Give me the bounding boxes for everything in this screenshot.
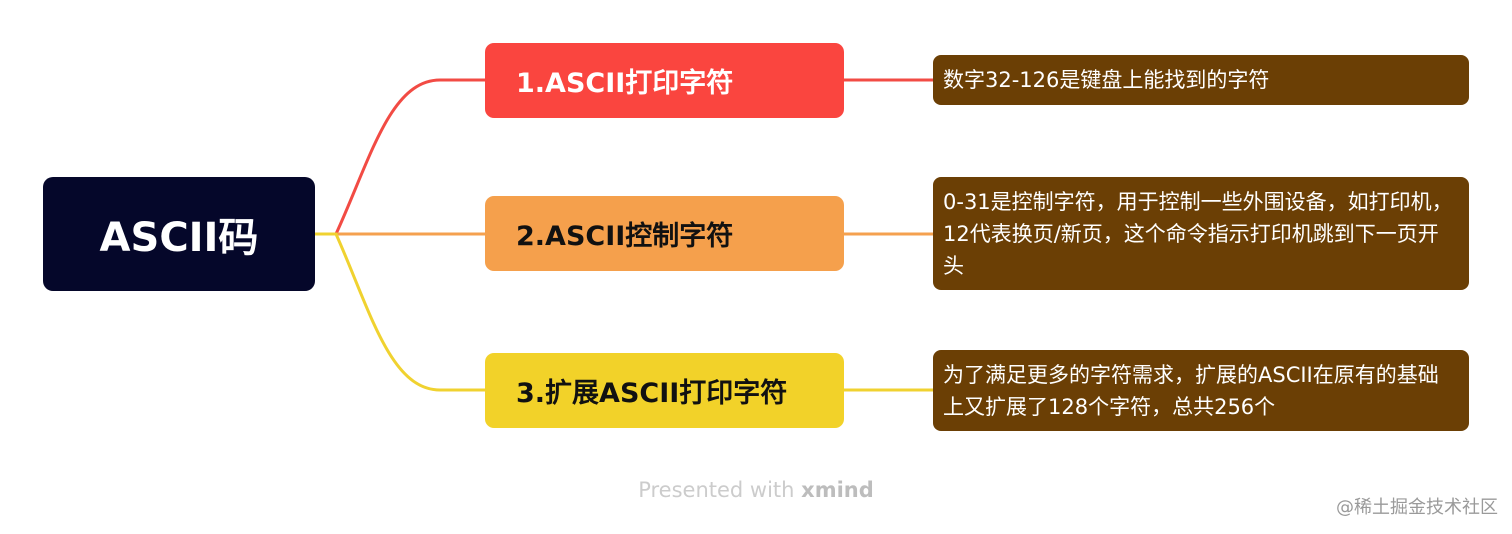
- detail-topic-1-text: 数字32-126是键盘上能找到的字符: [943, 68, 1270, 92]
- source-watermark: @稀土掘金技术社区: [1336, 497, 1498, 518]
- branch-topic-3[interactable]: 3.扩展ASCII打印字符: [485, 353, 844, 428]
- connector-root-branch-1: [315, 78, 485, 236]
- branch-topic-2[interactable]: 2.ASCII控制字符: [485, 196, 844, 271]
- branch-topic-3-label: 3.扩展ASCII打印字符: [516, 378, 788, 409]
- detail-topic-3-text: 为了满足更多的字符需求，扩展的ASCII在原有的基础上又扩展了128个字符，总共…: [943, 362, 1439, 419]
- branch-topic-1-label: 1.ASCII打印字符: [516, 68, 734, 99]
- detail-topic-2-text: 0-31是控制字符，用于控制一些外围设备，如打印机，12代表换页/新页，这个命令…: [943, 189, 1453, 278]
- detail-topic-1[interactable]: 数字32-126是键盘上能找到的字符: [933, 55, 1469, 105]
- branch-topic-2-label: 2.ASCII控制字符: [516, 221, 734, 252]
- presented-with-footer: Presented with xmind: [0, 478, 1512, 502]
- footer-prefix: Presented with: [638, 478, 795, 502]
- xmind-brand: xmind: [801, 478, 874, 502]
- branch-topic-1[interactable]: 1.ASCII打印字符: [485, 43, 844, 118]
- connector-root-branch-3: [315, 232, 485, 392]
- detail-topic-3[interactable]: 为了满足更多的字符需求，扩展的ASCII在原有的基础上又扩展了128个字符，总共…: [933, 350, 1469, 431]
- detail-topic-2[interactable]: 0-31是控制字符，用于控制一些外围设备，如打印机，12代表换页/新页，这个命令…: [933, 177, 1469, 290]
- root-topic-label: ASCII码: [99, 215, 259, 261]
- root-topic[interactable]: ASCII码: [43, 177, 315, 291]
